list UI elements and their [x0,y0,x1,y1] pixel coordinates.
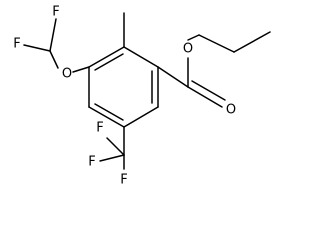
oxygen-atom-label: O [62,67,72,82]
c-f-bond [49,18,57,52]
ring-bond [88,106,125,128]
ring-double-bond [94,53,124,71]
fluorine-atom-label: F [88,155,95,170]
fluorine-atom-label: F [96,121,103,136]
ring-bond [123,106,159,128]
oxygen-to-chf2-bond [49,50,59,69]
ring-to-carbonyl-bond [157,66,189,88]
ring-to-oxygen-bond [72,66,90,73]
c-f-bond [106,137,125,156]
c-f-bond [23,44,51,52]
oxygen-atom-label: O [226,103,236,118]
carbonyl-double-bond [187,86,223,108]
ethyl-bond [198,34,235,53]
fluorine-atom-label: F [52,5,59,20]
ring-bond [88,46,125,68]
ring-bond [123,46,159,68]
molecule-diagram: F F O O O F F F [13,5,271,188]
ethyl-bond [233,31,271,53]
ring-double-bond [94,103,124,121]
carbonyl-double-bond [191,80,226,101]
oxygen-to-ethyl-bond [187,34,200,41]
structure-svg: F F O O O F F F [13,5,271,188]
c-f-bond [99,154,125,162]
fluorine-atom-label: F [120,173,127,188]
oxygen-atom-label: O [183,42,193,57]
fluorine-atom-label: F [13,37,20,52]
